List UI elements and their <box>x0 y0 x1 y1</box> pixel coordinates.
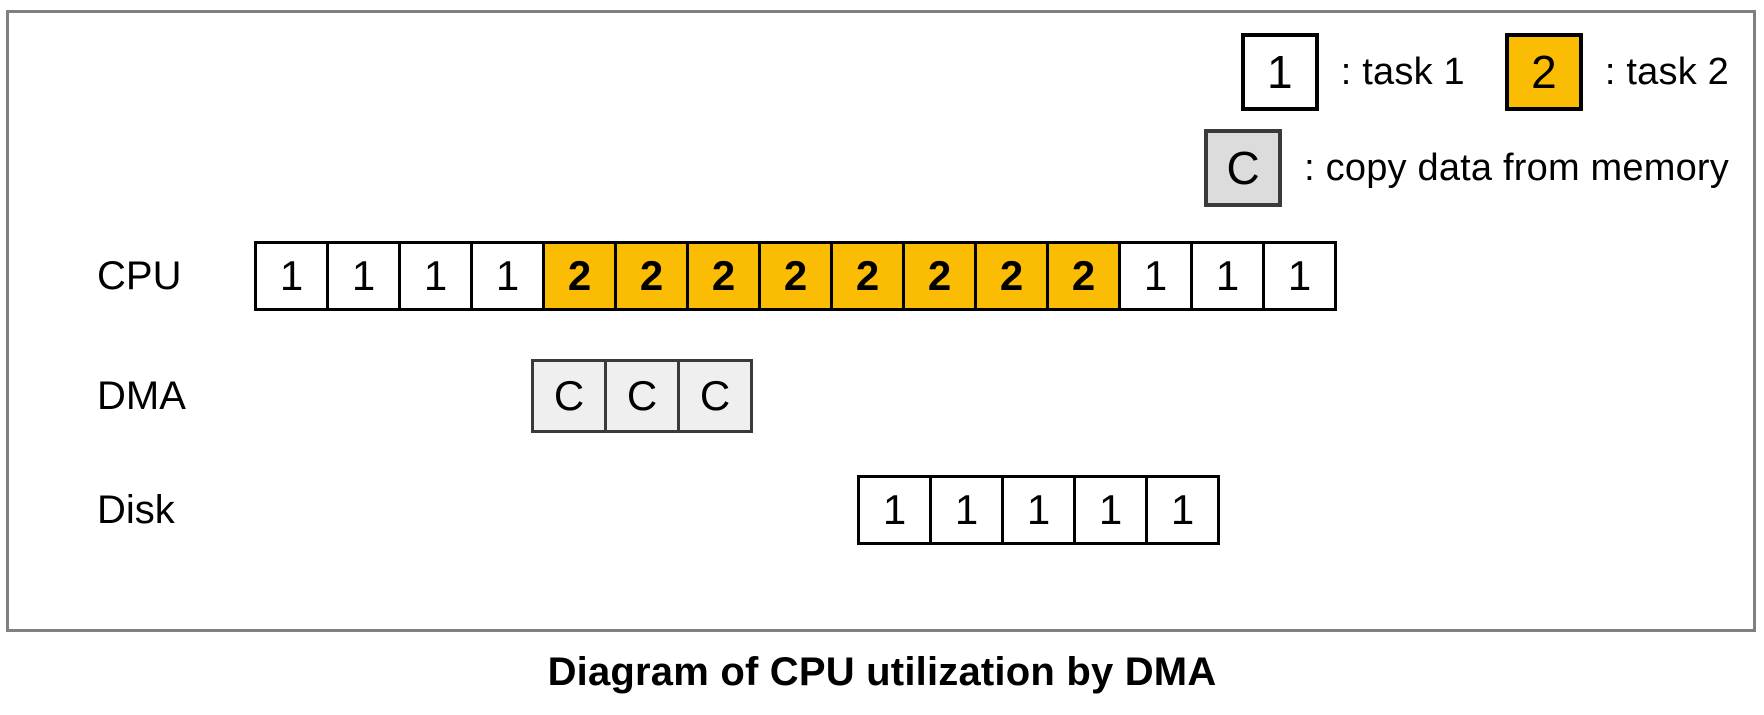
legend-task-1: 1 : task 1 <box>1240 33 1465 111</box>
timeline-cell-task1: 1 <box>1001 475 1076 545</box>
timeline-cell-copy: C <box>677 359 753 433</box>
timeline-cell-task2: 2 <box>614 241 689 311</box>
timeline-cell-task1: 1 <box>1118 241 1193 311</box>
timeline-cell-task2: 2 <box>974 241 1049 311</box>
timeline-cell-task2: 2 <box>830 241 905 311</box>
legend: 1 : task 1 2 : task 2 C : copy data from… <box>1204 33 1729 207</box>
legend-swatch-task-1: 1 <box>1240 33 1319 111</box>
diagram-frame: 1 : task 1 2 : task 2 C : copy data from… <box>6 10 1756 632</box>
legend-task-2: 2 : task 2 <box>1504 33 1729 111</box>
timeline-cell-task1: 1 <box>326 241 401 311</box>
timeline-cell-task1: 1 <box>929 475 1004 545</box>
timeline-cell-task1: 1 <box>1073 475 1148 545</box>
legend-row-copy: C : copy data from memory <box>1204 129 1729 207</box>
timeline-cell-task1: 1 <box>398 241 473 311</box>
timeline-cell-task1: 1 <box>1145 475 1220 545</box>
timeline-cell-task2: 2 <box>1046 241 1121 311</box>
timeline-cell-task2: 2 <box>902 241 977 311</box>
timeline-cell-task2: 2 <box>542 241 617 311</box>
figure-caption: Diagram of CPU utilization by DMA <box>547 650 1217 694</box>
timeline-cell-task2: 2 <box>686 241 761 311</box>
timeline-cell-task1: 1 <box>1190 241 1265 311</box>
timeline-cell-task1: 1 <box>857 475 932 545</box>
timeline-cell-task1: 1 <box>1262 241 1337 311</box>
legend-swatch-task-2: 2 <box>1504 33 1583 111</box>
legend-row-tasks: 1 : task 1 2 : task 2 <box>1240 33 1729 111</box>
timeline-cell-copy: C <box>531 359 607 433</box>
row-label-cpu: CPU <box>97 254 182 298</box>
legend-copy: C : copy data from memory <box>1204 129 1729 207</box>
legend-label-task-2: : task 2 <box>1604 51 1729 93</box>
timeline-cell-task1: 1 <box>470 241 545 311</box>
row-label-disk: Disk <box>97 488 175 532</box>
timeline-cell-task1: 1 <box>254 241 329 311</box>
legend-swatch-copy: C <box>1204 129 1283 207</box>
timeline-cell-task2: 2 <box>758 241 833 311</box>
legend-label-task-1: : task 1 <box>1340 51 1465 93</box>
legend-label-copy: : copy data from memory <box>1304 147 1729 189</box>
row-label-dma: DMA <box>97 374 186 418</box>
timeline-cell-copy: C <box>604 359 680 433</box>
